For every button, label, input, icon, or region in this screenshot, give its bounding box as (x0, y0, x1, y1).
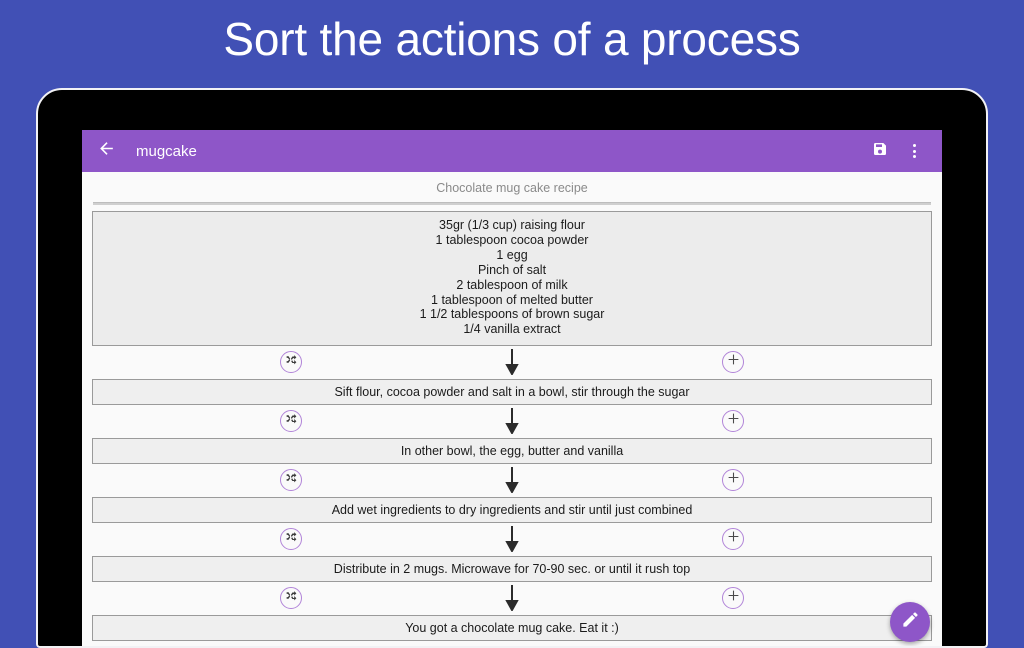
add-step-button[interactable] (722, 528, 744, 551)
plus-icon (727, 530, 740, 548)
shuffle-step-button[interactable] (280, 351, 302, 374)
shuffle-step-button[interactable] (280, 528, 302, 551)
shuffle-step-button[interactable] (280, 410, 302, 433)
step-connector (92, 405, 932, 438)
plus-icon (727, 412, 740, 430)
plus-icon (727, 353, 740, 371)
ingredients-box[interactable]: 35gr (1/3 cup) raising flour 1 tablespoo… (92, 211, 932, 347)
recipe-title: Chocolate mug cake recipe (436, 181, 588, 195)
ingredient-line: 1 tablespoon cocoa powder (435, 232, 589, 247)
add-step-button[interactable] (722, 351, 744, 374)
ingredient-line: Pinch of salt (477, 262, 547, 277)
flow-arrow (505, 585, 519, 616)
ingredient-line: 1 egg (496, 247, 528, 262)
add-step-button[interactable] (722, 410, 744, 433)
shuffle-step-button[interactable] (280, 587, 302, 610)
title-divider (93, 202, 931, 205)
step-item[interactable]: You got a chocolate mug cake. Eat it :) (92, 615, 932, 642)
shuffle-step-button[interactable] (280, 469, 302, 492)
ingredient-line: 35gr (1/3 cup) raising flour (439, 218, 585, 232)
shuffle-icon (285, 471, 298, 489)
flow-arrow (505, 349, 519, 380)
edit-fab-button[interactable] (890, 602, 930, 642)
save-floppy-icon (872, 141, 888, 162)
flow-arrow (505, 526, 519, 557)
step-connector (92, 582, 932, 615)
overflow-menu-icon (912, 144, 916, 158)
flow-arrow (505, 408, 519, 439)
step-item[interactable]: Distribute in 2 mugs. Microwave for 70-9… (92, 556, 932, 583)
save-button[interactable] (866, 137, 894, 165)
app-bar-title: mugcake (136, 142, 197, 160)
process-editor-content: Chocolate mug cake recipe 35gr (1/3 cup)… (82, 172, 942, 646)
step-item[interactable]: In other bowl, the egg, butter and vanil… (92, 438, 932, 465)
promo-headline: Sort the actions of a process (223, 13, 801, 65)
ingredient-line: 1/4 vanilla extract (463, 322, 561, 337)
shuffle-icon (285, 353, 298, 371)
plus-icon (727, 589, 740, 607)
overflow-menu-button[interactable] (900, 137, 928, 165)
step-connector (92, 523, 932, 556)
device-screen: mugcake Chocolate mug cake recipe (82, 130, 942, 646)
ingredient-line: 1 1/2 tablespoons of brown sugar (419, 307, 605, 322)
step-connector (92, 464, 932, 497)
ingredient-line: 2 tablespoon of milk (456, 277, 568, 292)
add-step-button[interactable] (722, 587, 744, 610)
tablet-device-frame: mugcake Chocolate mug cake recipe (36, 88, 988, 648)
shuffle-icon (285, 589, 298, 607)
step-item[interactable]: Sift flour, cocoa powder and salt in a b… (92, 379, 932, 406)
back-arrow-icon (97, 139, 116, 163)
app-bar: mugcake (82, 130, 942, 172)
back-button[interactable] (92, 137, 120, 165)
shuffle-icon (285, 412, 298, 430)
plus-icon (727, 471, 740, 489)
step-connector (92, 346, 932, 379)
edit-pencil-icon (901, 610, 920, 634)
step-item[interactable]: Add wet ingredients to dry ingredients a… (92, 497, 932, 524)
ingredient-line: 1 tablespoon of melted butter (431, 292, 593, 307)
add-step-button[interactable] (722, 469, 744, 492)
shuffle-icon (285, 530, 298, 548)
flow-arrow (505, 467, 519, 498)
